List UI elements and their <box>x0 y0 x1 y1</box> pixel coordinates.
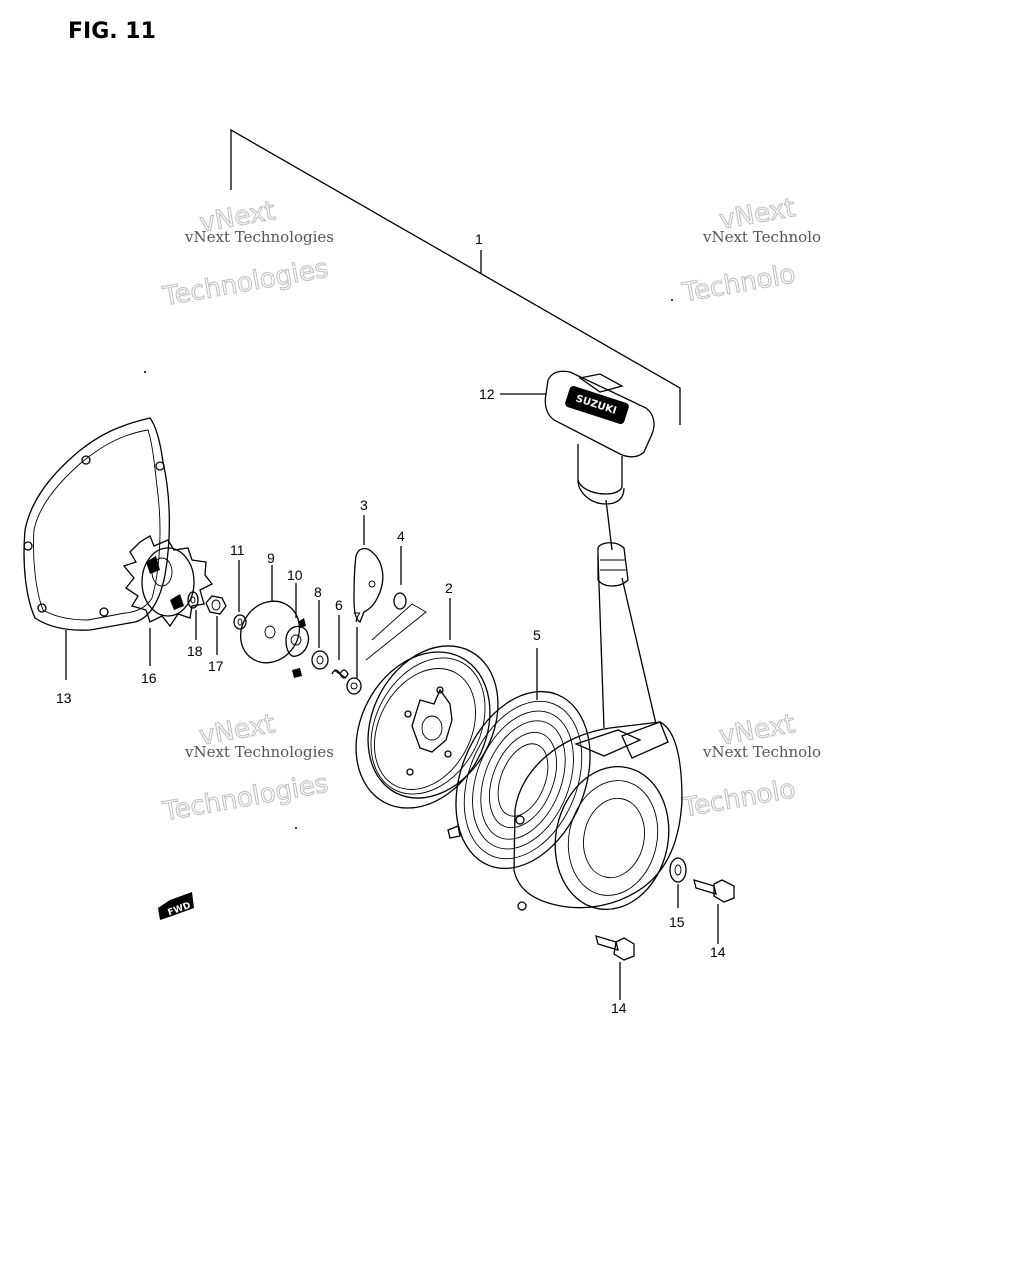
callout-18: 18 <box>187 643 203 659</box>
watermark-top-left: vNext vNext Technologies Technologies <box>159 196 334 313</box>
watermark-text: vNext Technolo <box>702 743 821 761</box>
callout-10: 10 <box>287 567 303 583</box>
watermark-text: vNext Technologies <box>184 228 334 246</box>
pawl-plate-part <box>353 515 384 623</box>
speck <box>671 299 673 301</box>
callout-8: 8 <box>314 584 322 600</box>
callout-15: 15 <box>669 914 685 930</box>
watermark-top-right: vNext vNext Technolo Technolo <box>679 193 821 310</box>
speck <box>295 827 297 829</box>
callout-14-right: 14 <box>710 944 726 960</box>
collar-part <box>346 627 362 695</box>
spiral-spring-part <box>447 648 591 870</box>
assembly-bracket <box>230 128 681 425</box>
starter-handle-part: SUZUKI <box>500 370 655 587</box>
watermark-mid-left: vNext vNext Technologies Technologies <box>159 709 334 828</box>
callout-4: 4 <box>397 528 405 544</box>
callout-13: 13 <box>56 690 72 706</box>
fwd-arrow-icon: FWD <box>158 892 194 920</box>
reel-pulley-part <box>355 598 499 809</box>
washer-part <box>187 591 199 640</box>
callout-17: 17 <box>208 658 224 674</box>
nut-part <box>205 595 227 655</box>
small-nut-part <box>233 560 247 630</box>
pawl-part <box>285 583 310 678</box>
washer-8-part <box>311 600 329 670</box>
callout-1: 1 <box>475 231 483 247</box>
pin-part <box>393 546 407 610</box>
callout-3: 3 <box>360 497 368 513</box>
callout-16: 16 <box>141 670 157 686</box>
washer-15-part <box>669 857 687 908</box>
gasket-part <box>23 417 170 680</box>
watermark-outline: Technolo <box>679 774 797 823</box>
callout-12: 12 <box>479 386 495 402</box>
watermark-outline: Technolo <box>679 259 797 308</box>
spring-part <box>331 615 349 679</box>
callout-9: 9 <box>267 550 275 566</box>
callout-2: 2 <box>445 580 453 596</box>
starter-case-part <box>513 499 683 911</box>
callout-5: 5 <box>533 627 541 643</box>
speck <box>144 371 146 373</box>
friction-plate-part <box>239 565 301 664</box>
figure-title: FIG. 11 <box>68 19 156 44</box>
ratchet-cup-part <box>122 535 213 666</box>
callout-6: 6 <box>335 597 343 613</box>
watermark-outline: Technologies <box>160 254 331 313</box>
callout-14-bottom: 14 <box>611 1000 627 1016</box>
callout-7: 7 <box>353 609 361 625</box>
callout-labels: 1 2 3 4 5 6 7 8 9 10 11 12 13 14 14 15 1… <box>56 231 726 1016</box>
watermark-text: vNext Technolo <box>702 228 821 246</box>
watermark-text: vNext Technologies <box>184 743 334 761</box>
callout-11: 11 <box>230 542 245 558</box>
watermark-mid-right: vNext vNext Technolo Technolo <box>679 709 821 825</box>
watermark-outline: Technologies <box>160 769 331 828</box>
bolt-bottom-part <box>595 935 635 1000</box>
leader-line <box>365 603 427 661</box>
bolt-right-part <box>693 879 735 944</box>
